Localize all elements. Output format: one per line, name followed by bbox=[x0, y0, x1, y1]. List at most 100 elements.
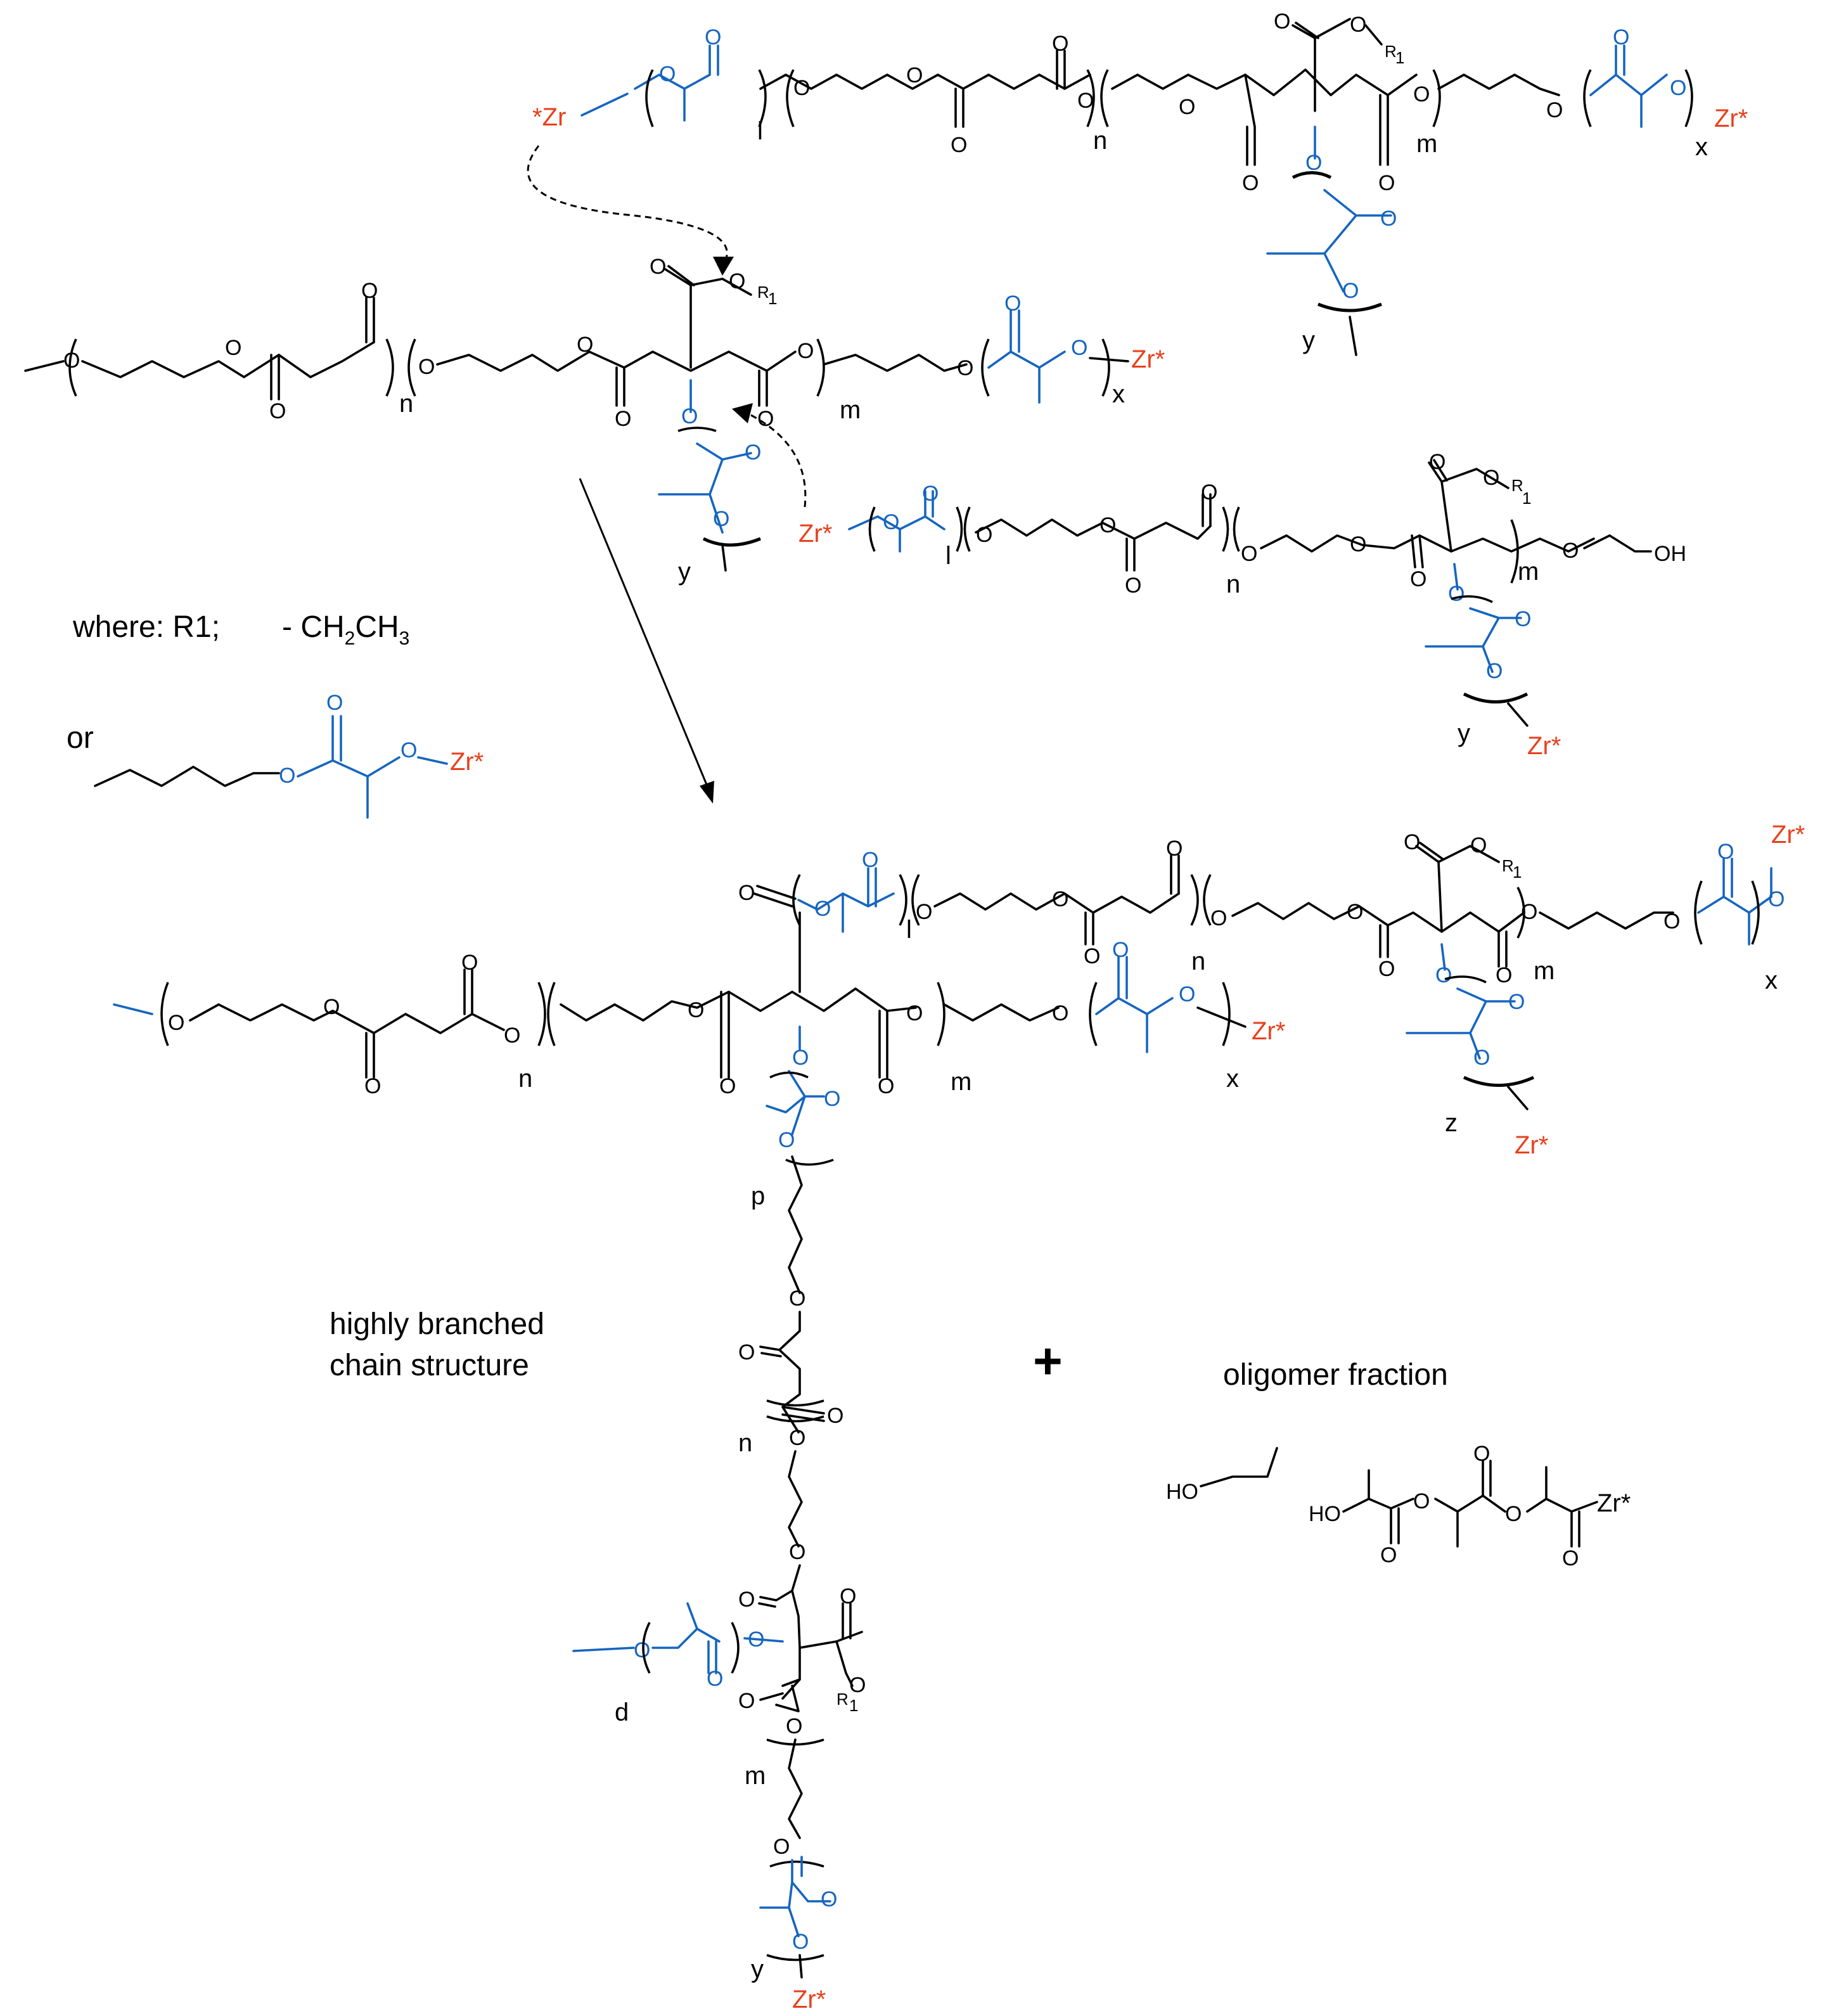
svg-text:O: O bbox=[1670, 76, 1686, 100]
svg-text:m: m bbox=[1416, 130, 1437, 158]
svg-text:1: 1 bbox=[1522, 489, 1531, 508]
svg-text:O: O bbox=[650, 255, 666, 279]
svg-text:O: O bbox=[1470, 833, 1487, 857]
svg-text:O: O bbox=[713, 507, 729, 531]
svg-text:O: O bbox=[1380, 1543, 1397, 1567]
svg-text:d: d bbox=[615, 1698, 629, 1726]
svg-text:O: O bbox=[1071, 336, 1087, 360]
svg-text:O: O bbox=[1473, 1442, 1490, 1466]
svg-text:O: O bbox=[862, 848, 878, 872]
svg-text:O: O bbox=[1112, 938, 1129, 962]
svg-text:O: O bbox=[840, 1584, 856, 1608]
svg-text:O: O bbox=[922, 482, 939, 506]
svg-text:O: O bbox=[1663, 909, 1680, 934]
svg-text:n: n bbox=[1226, 570, 1240, 598]
svg-text:OH: OH bbox=[1654, 542, 1686, 566]
svg-text:1: 1 bbox=[1395, 48, 1404, 67]
svg-text:Zr*: Zr* bbox=[450, 748, 484, 776]
svg-text:O: O bbox=[364, 1074, 381, 1098]
svg-text:O: O bbox=[1052, 887, 1068, 911]
svg-text:O: O bbox=[1179, 982, 1195, 1006]
svg-text:n: n bbox=[518, 1065, 532, 1093]
svg-text:1: 1 bbox=[768, 289, 777, 308]
svg-text:O: O bbox=[883, 510, 899, 534]
svg-text:O: O bbox=[719, 1074, 736, 1098]
svg-text:O: O bbox=[705, 25, 721, 49]
svg-text:y: y bbox=[751, 1955, 764, 1983]
svg-text:O: O bbox=[1166, 837, 1183, 861]
svg-text:O: O bbox=[269, 399, 286, 423]
attack-arrow-1 bbox=[527, 145, 728, 267]
reaction-arrow bbox=[579, 478, 714, 804]
svg-text:O: O bbox=[738, 1588, 755, 1612]
svg-text:O: O bbox=[1496, 963, 1512, 987]
reactant-top-chain: *Zr O O l O O O O O n O O O O O R 1 O m bbox=[532, 10, 1748, 356]
svg-text:O: O bbox=[916, 900, 932, 924]
svg-text:O: O bbox=[773, 1835, 790, 1859]
svg-text:1: 1 bbox=[1513, 863, 1522, 882]
svg-text:O: O bbox=[1342, 279, 1359, 303]
svg-text:O: O bbox=[1448, 582, 1465, 606]
svg-text:O: O bbox=[1768, 887, 1785, 911]
svg-text:O: O bbox=[1515, 607, 1531, 631]
svg-text:m: m bbox=[1518, 558, 1539, 586]
svg-text:O: O bbox=[418, 355, 435, 379]
product-branched-structure: O O O O O n O O O O m O O O Zr* x O O O bbox=[113, 821, 1805, 2013]
svg-text:O: O bbox=[827, 1404, 843, 1428]
svg-text:z: z bbox=[1445, 1109, 1458, 1137]
svg-text:O: O bbox=[326, 691, 343, 715]
svg-text:O: O bbox=[1241, 542, 1257, 566]
svg-text:O: O bbox=[797, 339, 814, 363]
svg-text:R: R bbox=[1385, 42, 1397, 61]
svg-text:O: O bbox=[1274, 10, 1290, 34]
svg-text:O: O bbox=[814, 897, 831, 921]
legend-ethyl: - CH2CH3 bbox=[282, 610, 409, 649]
svg-text:R: R bbox=[836, 1690, 849, 1709]
svg-text:O: O bbox=[951, 133, 967, 157]
svg-text:Zr*: Zr* bbox=[1714, 105, 1748, 132]
svg-text:O: O bbox=[976, 523, 992, 547]
svg-text:O: O bbox=[789, 1426, 805, 1450]
oligomer-label: oligomer fraction bbox=[1223, 1358, 1448, 1392]
svg-text:O: O bbox=[1613, 25, 1629, 49]
svg-text:O: O bbox=[401, 738, 417, 762]
svg-text:1: 1 bbox=[849, 1696, 858, 1715]
svg-text:O: O bbox=[1505, 1502, 1522, 1526]
svg-text:R: R bbox=[1511, 476, 1523, 495]
svg-text:Zr*: Zr* bbox=[1131, 345, 1165, 373]
svg-text:O: O bbox=[878, 1074, 894, 1098]
svg-text:n: n bbox=[1191, 947, 1205, 975]
product-label-line1: highly branched bbox=[330, 1307, 544, 1341]
svg-text:x: x bbox=[1226, 1065, 1239, 1093]
svg-text:O: O bbox=[1546, 98, 1563, 122]
svg-text:O: O bbox=[745, 440, 761, 465]
svg-text:y: y bbox=[1302, 326, 1315, 354]
svg-text:O: O bbox=[279, 764, 295, 788]
reactant-right-chain: Zr* O O l O O O O n O O O O OH O O R 1 m… bbox=[798, 450, 1686, 760]
svg-text:O: O bbox=[793, 76, 810, 100]
svg-text:x: x bbox=[1765, 966, 1778, 994]
svg-text:O: O bbox=[738, 881, 755, 905]
svg-text:O: O bbox=[786, 1714, 802, 1738]
svg-text:O: O bbox=[461, 951, 478, 975]
svg-text:O: O bbox=[789, 1540, 805, 1564]
svg-text:O: O bbox=[1413, 82, 1430, 106]
svg-text:O: O bbox=[906, 1001, 923, 1025]
svg-text:O: O bbox=[168, 1011, 184, 1035]
svg-text:O: O bbox=[778, 1128, 795, 1152]
svg-text:O: O bbox=[577, 333, 593, 357]
svg-text:O: O bbox=[1350, 13, 1366, 37]
svg-text:l: l bbox=[906, 916, 912, 944]
svg-text:O: O bbox=[361, 279, 378, 303]
svg-text:y: y bbox=[678, 558, 691, 586]
svg-text:x: x bbox=[1112, 380, 1125, 408]
svg-text:m: m bbox=[951, 1068, 971, 1096]
svg-text:O: O bbox=[1347, 900, 1363, 924]
svg-text:O: O bbox=[1004, 292, 1021, 316]
svg-text:O: O bbox=[1562, 1546, 1579, 1570]
product-label-line2: chain structure bbox=[330, 1349, 529, 1382]
svg-text:O: O bbox=[1242, 171, 1259, 195]
svg-text:O: O bbox=[504, 1024, 520, 1048]
svg-text:O: O bbox=[821, 1887, 837, 1911]
svg-text:O: O bbox=[63, 349, 80, 373]
